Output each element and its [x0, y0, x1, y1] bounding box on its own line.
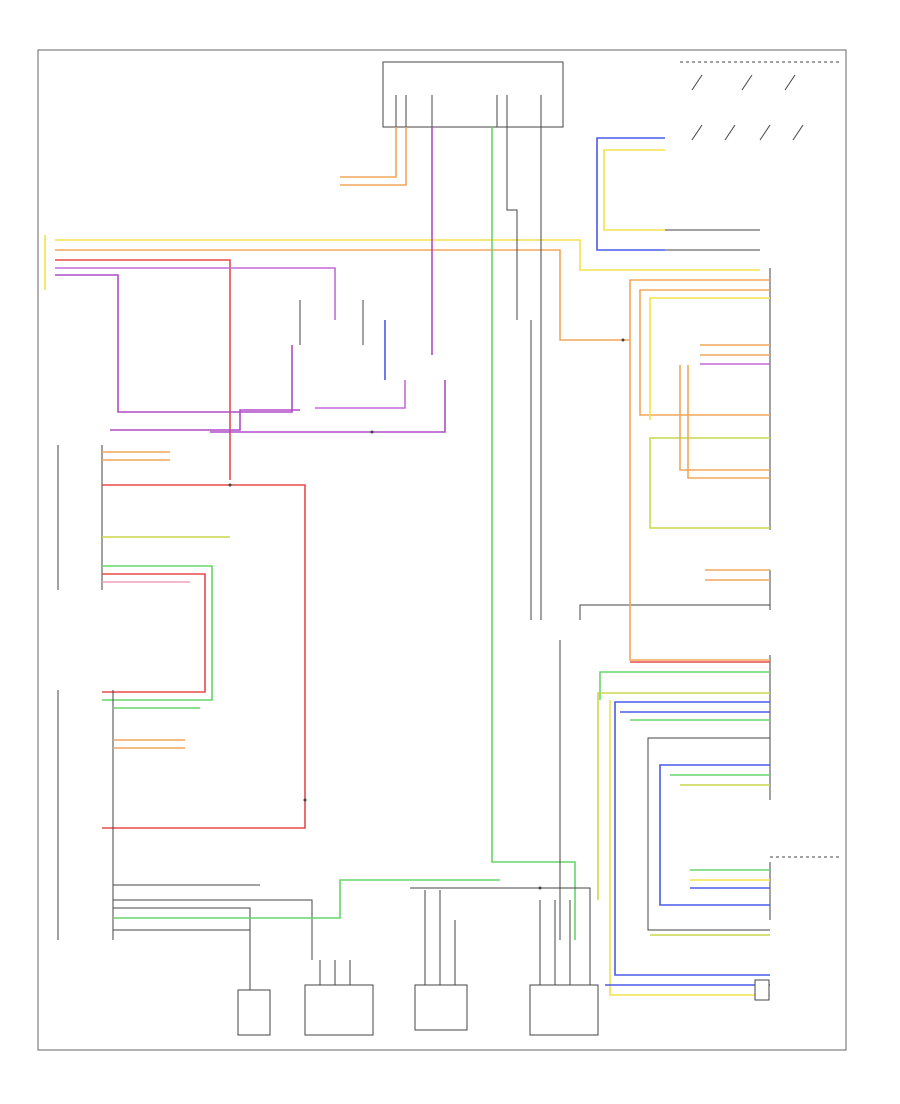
antenna-1-box: [304, 984, 374, 1036]
center-verticals: [491, 127, 770, 940]
navigation-module: [57, 690, 500, 990]
right-ground-box: [754, 979, 770, 1001]
top-module-pins: [395, 95, 542, 127]
switch-block: [680, 61, 840, 141]
orange-top: [340, 127, 407, 186]
diagram-frame: [37, 49, 847, 1051]
antenna-3-box: [529, 984, 599, 1036]
antenna-2-box: [414, 984, 468, 1031]
right-connector: [597, 268, 840, 1001]
bottom-components: [237, 887, 599, 1036]
top-module-box: [382, 61, 564, 128]
top-harness: [44, 235, 760, 480]
violet-main: [110, 127, 446, 433]
splice-dots: [228, 338, 625, 890]
ground-left-box: [237, 989, 271, 1036]
blue-yellow-loop: [596, 137, 760, 251]
touch-screen-module: [57, 445, 306, 829]
